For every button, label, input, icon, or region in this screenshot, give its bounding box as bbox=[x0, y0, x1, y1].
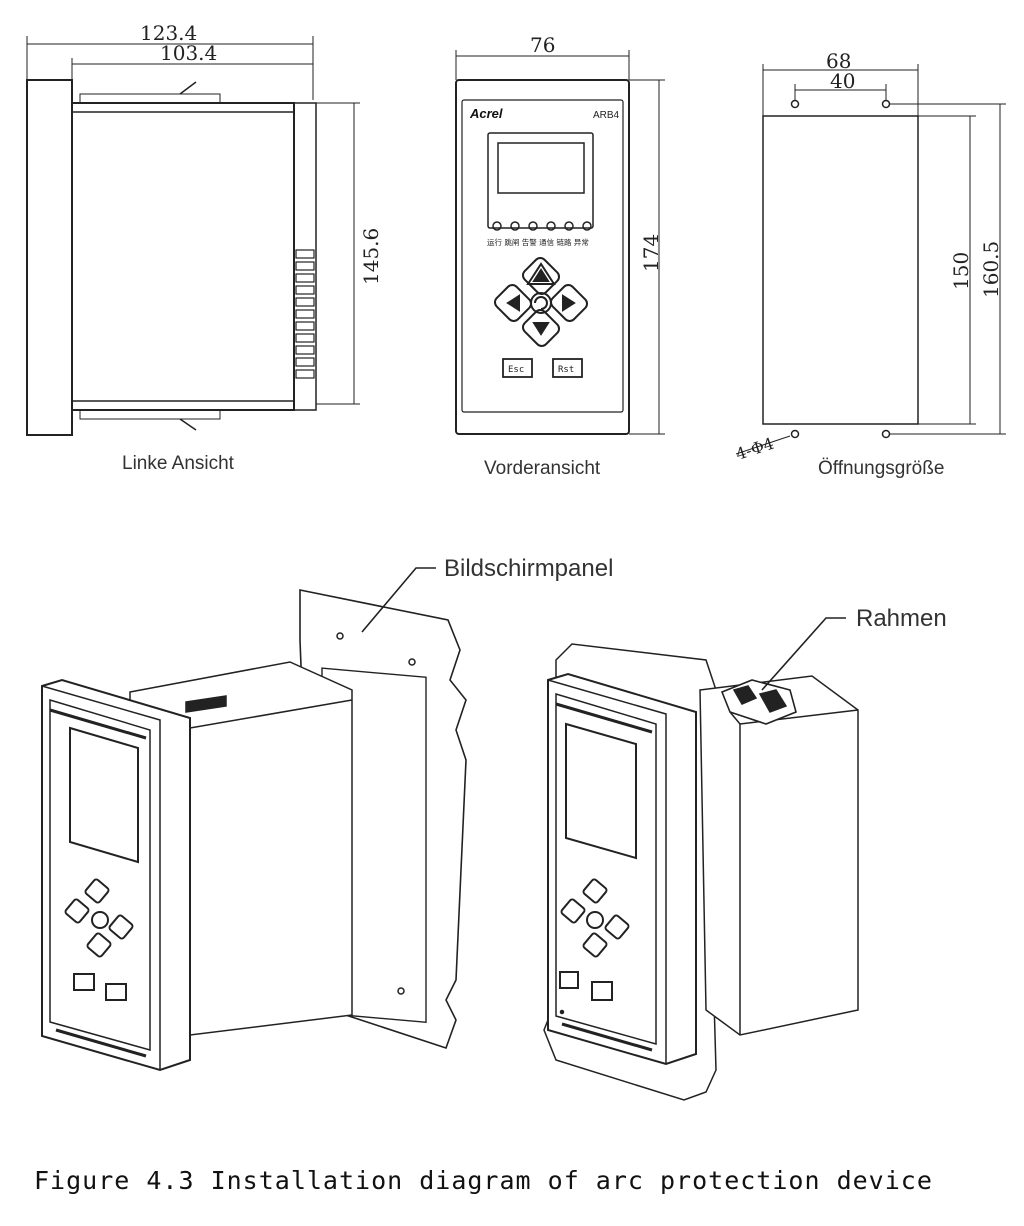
model-label: ARB4 bbox=[593, 110, 620, 121]
figure-caption: Figure 4.3 Installation diagram of arc p… bbox=[34, 1166, 933, 1195]
label-front-view: Vorderansicht bbox=[484, 458, 601, 479]
dim-left-inner-width: 103.4 bbox=[160, 41, 217, 65]
brand-logo: Acrel bbox=[469, 106, 503, 121]
cutout-view: 68 40 150 160.5 4-Φ4 Öffnungsgröße bbox=[733, 49, 1006, 479]
perspective-device-with-panel bbox=[41, 589, 467, 1072]
label-left-view: Linke Ansicht bbox=[122, 453, 235, 474]
dim-cutout-outer-height: 160.5 bbox=[979, 241, 1003, 298]
dim-front-height: 174 bbox=[639, 234, 663, 272]
callout-frame: Rahmen bbox=[856, 605, 947, 632]
led-indicators bbox=[492, 221, 592, 231]
mounting-frame-clip bbox=[720, 679, 797, 725]
dim-left-outer-width: 123.4 bbox=[140, 21, 197, 45]
esc-label: Esc bbox=[508, 365, 524, 375]
dim-cutout-inner-height: 150 bbox=[949, 252, 973, 290]
left-view: 123.4 103.4 145.6 bbox=[26, 21, 383, 474]
navigation-keypad bbox=[493, 256, 589, 348]
dim-left-height: 145.6 bbox=[359, 228, 383, 285]
rst-button bbox=[552, 358, 583, 378]
dim-front-width: 76 bbox=[530, 33, 555, 57]
callout-screen-panel: Bildschirmpanel bbox=[444, 555, 613, 582]
perspective-device-with-frame bbox=[543, 643, 859, 1101]
dim-cutout-width: 68 bbox=[826, 49, 851, 73]
rst-label: Rst bbox=[558, 365, 574, 375]
holes-note: 4-Φ4 bbox=[733, 434, 776, 464]
label-cutout-view: Öffnungsgröße bbox=[818, 458, 944, 479]
indicator-labels: 运行 跳闸 告警 通信 链路 异常 bbox=[487, 237, 589, 247]
front-view: 76 Acrel ARB4 运行 跳闸 告警 通信 链路 异常 bbox=[455, 33, 665, 479]
esc-button bbox=[502, 358, 533, 378]
callouts: Bildschirmpanel Rahmen bbox=[361, 555, 947, 691]
dim-hole-spacing: 40 bbox=[830, 69, 855, 93]
